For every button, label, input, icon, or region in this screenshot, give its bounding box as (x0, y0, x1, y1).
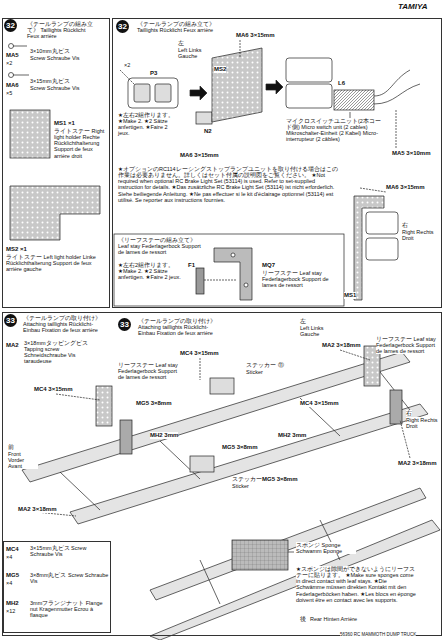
panel-heading: 3×15mm丸ビス Screw Schraube Vis (30, 545, 110, 557)
part-code: MC4 3×15mm (300, 400, 339, 407)
part-code: MA5 3×10mm (392, 150, 431, 157)
body-text: Screw Schraube Vis (30, 55, 90, 61)
body-text: 後 (300, 616, 306, 622)
body-text: リーフステー Leaf stay Federlagerbock Support … (262, 270, 336, 288)
body-text: Sticker (232, 483, 249, 489)
body-text: 左 (178, 40, 184, 46)
body-text: Screw Schraube Vis (30, 85, 90, 91)
part-code: MA6 3×15mm (236, 32, 275, 39)
step-number: 32 (116, 20, 129, 33)
body-text: ステッカー ⑪ (246, 362, 284, 368)
body-text: ×4 (6, 554, 12, 560)
body-text: Right Rechts Droit (406, 417, 440, 429)
brand-logo: TAMIYA (398, 3, 427, 12)
body-text: 右 (402, 222, 408, 228)
body-text: Rear Hinten Arrière (310, 616, 370, 622)
body-text: ×4 (6, 580, 12, 586)
body-text: Sticker (246, 369, 263, 375)
panel-heading: 3×8mm丸ビス Screw Schraube Vis (30, 572, 110, 584)
part-code: MC4 (6, 546, 19, 553)
part-code: MG5 3×8mm (262, 476, 298, 483)
part-code: MC4 3×15mm (34, 386, 73, 393)
body-text: ×5 (6, 90, 12, 96)
body-text: 左 (300, 318, 306, 324)
body-text: ★左右2組作ります。 ★Make 2. ★2 Sätze anfertigen.… (118, 112, 178, 137)
body-text: ★スポンジは隙間ができないようにリーフステーに貼ります。 ★Make sure … (296, 566, 416, 603)
body-text: Left Links Gauche (178, 47, 208, 59)
body-text: Left Links Gauche (300, 325, 334, 337)
body-text: 前 (8, 444, 14, 450)
part-code: MA2 3×18mm (398, 460, 437, 467)
panel-heading: 3mmフランジナット Flange nut Kragenmutter Ecrou… (30, 600, 110, 618)
part-code: F1 (188, 262, 195, 269)
part-code: MQ7 (262, 262, 275, 269)
panel-heading: 《テールランプの組み立て》 Taillights Rücklicht Feux … (137, 21, 227, 33)
body-text: ×12 (6, 608, 15, 614)
part-code: MA6 3×15mm (180, 152, 219, 159)
body-text: Right Rechts Droit (402, 229, 438, 241)
part-code: MG5 3×8mm (222, 444, 258, 451)
body-text: 3×10mm丸ビス (30, 48, 100, 54)
body-text: ライトステー Right light holder Rechte Rücklic… (54, 128, 108, 159)
part-code: MA6 3×15mm (386, 184, 425, 191)
page-footer: 56360 RC MAMMOTH DUMP TRUCK (340, 632, 416, 637)
part-code: MS1 ×1 (54, 120, 75, 127)
part-code: MA5 (6, 52, 19, 59)
body-text: 《テールランプの取り付け》 Attaching taillights Rückl… (138, 318, 222, 336)
part-code: MG5 3×8mm (136, 400, 172, 407)
body-text: 3×15mm丸ビス (30, 78, 100, 84)
part-code: MA6 (6, 82, 19, 89)
step-number: 33 (4, 314, 17, 327)
part-code: MS2 (214, 66, 226, 73)
body-text: ライトステー Left light holder Linke Rücklicht… (6, 254, 106, 272)
body-text: ×2 (124, 62, 130, 68)
panel-heading: 《テールランプの取り付け》 Attaching taillights Rückl… (23, 315, 103, 333)
body-text: 右 (406, 410, 412, 416)
body-text: Front Vorder Avant (8, 451, 38, 469)
part-code: MH2 3mm (278, 432, 306, 439)
part-code: MS1 (344, 292, 356, 299)
body-text: リーフステー Leaf stay Federlagerbock Support … (118, 362, 178, 380)
part-code: N2 (204, 128, 212, 135)
part-code: MH2 (6, 600, 19, 607)
body-text: ★左右2組作ります。 ★Make 2. ★2 Sätze anfertigen.… (118, 262, 182, 280)
part-code: L6 (338, 80, 345, 87)
body-text: リーフステー Leaf stay Federlagerbock Support … (376, 336, 438, 354)
part-code: MA2 3×18mm (322, 342, 361, 349)
part-code: MG5 (6, 572, 19, 579)
part-code: P3 (150, 70, 157, 77)
part-code: MA2 3×18mm (18, 506, 57, 513)
body-text: スポンジ Sponge Schwamm Eponge (296, 542, 356, 554)
part-code: MH2 3mm (150, 432, 178, 439)
body-text: 3×18mmタッピングビス Tapping screw Schneidschra… (24, 340, 102, 365)
part-code: MS2 ×1 (6, 246, 27, 253)
step-number: 32 (4, 19, 17, 32)
step-panel: 3×15mm丸ビス Screw Schraube Vis 3×8mm丸ビス Scr… (3, 541, 111, 633)
body-text: 《リーフステーの組み立て》 Leaf stay Federlagerbock S… (118, 237, 208, 255)
part-code: MA2 (6, 342, 19, 349)
body-text: ×2 (6, 60, 12, 66)
part-code: MC4 3×15mm (180, 350, 219, 357)
panel-heading: 《テールランプの組み立て》 Taillights Rücklicht Feux … (27, 21, 99, 39)
step-number: 33 (118, 318, 131, 331)
body-text: ★オプションのRC114レーシングストップランプユニットを取り付ける場合はこの作… (118, 166, 340, 203)
body-text: マイクロスイッチユニット(2本コード側) Micro switch unit (… (286, 118, 386, 143)
